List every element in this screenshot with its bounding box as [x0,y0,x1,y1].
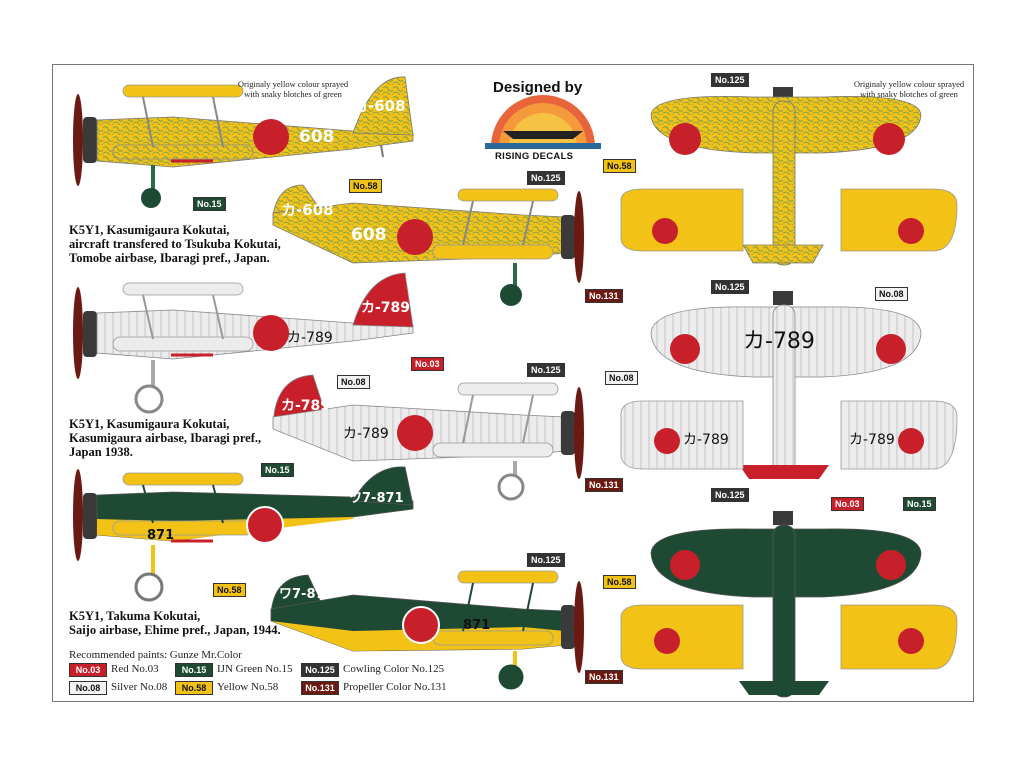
marking-a1-tail-right: カ-608 [281,201,334,219]
note-right: Originaly yellow colour sprayed with sna… [853,79,965,99]
marking-a2-tail-right-plane: カ-789 [849,432,895,448]
marking-a2-fuselage: カ-789 [287,330,333,346]
marking-a2-topwing: カ-789 [743,329,815,354]
tag-no125-top1: No.125 [711,73,749,87]
tag-no58-a3: No.58 [213,583,246,597]
legend-label-58: Yellow No.58 [217,681,279,693]
tag-no03-a2: No.03 [411,357,444,371]
artwork [73,76,958,698]
marking-a2-tail: カ-789 [361,300,411,316]
caption-aircraft3: K5Y1, Takuma Kokutai, Saijo airbase, Ehi… [69,609,281,637]
legend-swatch-125: No.125 [301,663,339,677]
legend-label-125: Cowling Color No.125 [343,663,445,675]
marking-a3-fuselage: 871 [147,528,175,543]
tag-no08-top2: No.08 [875,287,908,301]
tag-no58-a1: No.58 [349,179,382,193]
legend-title: Recommended paints: Gunze Mr.Color [69,649,242,661]
legend-label-08: Silver No.08 [111,681,168,693]
tag-no15-top3: No.15 [903,497,936,511]
propeller [73,94,83,186]
tag-no125-a2: No.125 [527,363,565,377]
tag-no58-top1: No.58 [603,159,636,173]
aircraft3-side-right [270,570,584,690]
decal-sheet: Designed by RISING DECALS Originaly yell… [52,64,974,702]
marking-a2-tail-right: カ-789 [281,398,331,414]
logo-title: Designed by [493,79,583,96]
legend-label-03: Red No.03 [111,663,159,675]
legend-swatch-58: No.58 [175,681,213,695]
tag-no131-a2: No.131 [585,478,623,492]
tag-no08-a2: No.08 [337,375,370,389]
marking-a1-fuselage-right: 608 [351,225,387,245]
tag-no58-top3: No.58 [603,575,636,589]
marking-a1-fuselage: 608 [299,127,335,147]
marking-a2-fuselage-right: カ-789 [343,426,389,442]
aircraft1-side-left [73,76,414,208]
tag-no125-top2: No.125 [711,280,749,294]
legend-label-131: Propeller Color No.131 [343,681,447,693]
rising-decals-logo [485,95,601,149]
tag-no15-a1: No.15 [193,197,226,211]
aircraft2-side-left [73,272,414,414]
caption-aircraft2: K5Y1, Kasumigaura Kokutai, Kasumigaura a… [69,417,262,459]
marking-a2-tail-left-plane: カ-789 [683,432,729,448]
logo-subtitle: RISING DECALS [495,151,574,162]
caption-aircraft1: K5Y1, Kasumigaura Kokutai, aircraft tran… [69,223,281,265]
marking-a3-tail-right: ワ7-871 [279,587,334,602]
aircraft2-side-right [272,374,584,501]
aircraft1-top-view [620,87,958,266]
aircraft3-top-view [620,511,958,698]
tag-no08-top2-left: No.08 [605,371,638,385]
note-left: Originaly yellow colour sprayed with sna… [237,79,349,99]
legend-label-15: IJN Green No.15 [217,663,293,675]
legend-swatch-15: No.15 [175,663,213,677]
tag-no03-top2: No.03 [831,497,864,511]
tag-no131-a3: No.131 [585,670,623,684]
tag-no125-a1: No.125 [527,171,565,185]
aircraft3-side-left [73,466,414,602]
aircraft1-side-right [272,184,584,306]
marking-a1-tail: カ-608 [353,97,406,115]
tag-no15-a3: No.15 [261,463,294,477]
tag-no131-a1: No.131 [585,289,623,303]
marking-a3-fuselage-right: 871 [463,618,491,633]
legend-swatch-08: No.08 [69,681,107,695]
aircraft2-top-view [620,291,958,479]
legend-swatch-03: No.03 [69,663,107,677]
tag-no125-a3: No.125 [527,553,565,567]
cowling [83,117,97,163]
marking-a3-tail: ワ7-871 [349,491,404,506]
legend-swatch-131: No.131 [301,681,339,695]
tag-no125-top3: No.125 [711,488,749,502]
